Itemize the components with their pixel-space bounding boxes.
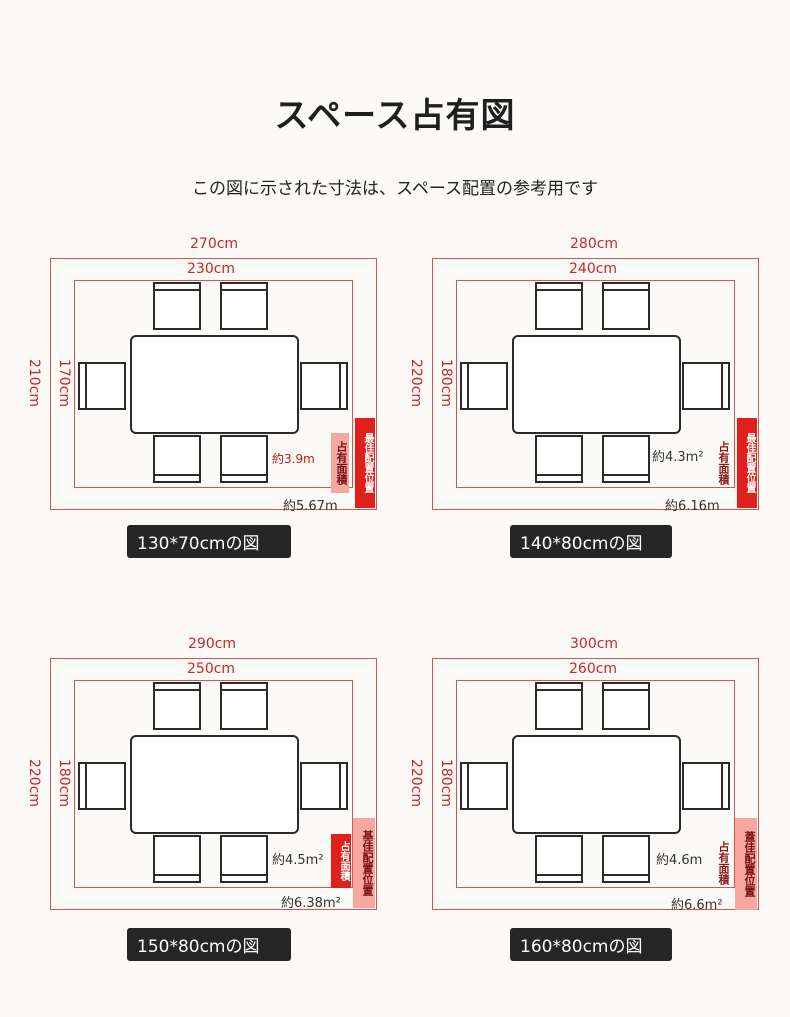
chair: [535, 282, 583, 330]
chair: [602, 282, 650, 330]
total-area-value: 約5.67m: [283, 499, 338, 514]
inner-width-label: 240cm: [569, 261, 618, 277]
chair: [300, 762, 348, 810]
occupied-area-badge: 占有面積: [717, 441, 730, 485]
chair: [602, 435, 650, 483]
diagram-160x80: 300cm 260cm 220cm 180cm 約4.6m 占有面積 蓋佳配置位…: [382, 630, 762, 970]
inner-boundary: [74, 280, 353, 488]
total-area-value: 約6.16m: [665, 499, 720, 514]
chair: [78, 362, 126, 410]
best-placement-badge: 最佳配置位置: [737, 418, 757, 508]
chair: [602, 835, 650, 883]
page-title: スペース占有図: [274, 96, 516, 136]
occupied-area-badge: 占有面積: [331, 433, 349, 493]
occupied-area-badge: 占有面積: [331, 834, 351, 888]
outer-height-label: 210cm: [26, 358, 43, 408]
outer-height-label: 220cm: [408, 358, 425, 408]
outer-width-label: 270cm: [190, 236, 239, 252]
occupied-area-value: 約4.5m²: [272, 853, 324, 868]
chair: [300, 362, 348, 410]
chair: [220, 682, 268, 730]
chair: [220, 282, 268, 330]
best-placement-badge: 最佳配置位置: [355, 418, 375, 508]
chair: [535, 835, 583, 883]
dining-table: [130, 735, 299, 834]
inner-height-label: 170cm: [56, 358, 73, 408]
diagram-130x70: 270cm 230cm 210cm 170cm 約3.9m 占有面積 最佳配置位…: [0, 230, 380, 570]
chair: [602, 682, 650, 730]
chair: [153, 835, 201, 883]
occupied-area-value: 約4.3m²: [652, 450, 704, 465]
inner-width-label: 260cm: [569, 661, 618, 677]
diagram-140x80: 280cm 240cm 220cm 180cm 約4.3m² 占有面積 最佳配置…: [382, 230, 762, 570]
chair: [682, 762, 730, 810]
chair: [535, 435, 583, 483]
outer-width-label: 280cm: [570, 236, 619, 252]
chair: [78, 762, 126, 810]
dining-table: [130, 335, 299, 434]
outer-height-label: 220cm: [26, 758, 43, 808]
page-subtitle: この図に示された寸法は、スペース配置の参考用です: [192, 179, 598, 199]
occupied-area-value: 約4.6m: [656, 853, 703, 868]
inner-width-label: 250cm: [187, 661, 236, 677]
dining-table: [512, 335, 681, 434]
outer-width-label: 290cm: [188, 636, 237, 652]
outer-width-label: 300cm: [570, 636, 619, 652]
chair: [460, 762, 508, 810]
outer-boundary: [50, 258, 377, 510]
chair: [153, 682, 201, 730]
inner-boundary: [456, 680, 735, 888]
total-area-value: 約6.38m²: [281, 896, 341, 911]
chair: [535, 682, 583, 730]
diagram-caption: 130*70cmの図: [127, 525, 291, 558]
best-placement-badge: 基佳配置位置: [353, 818, 375, 908]
inner-height-label: 180cm: [438, 358, 455, 408]
occupied-area-badge: 占有面積: [717, 841, 730, 885]
outer-boundary: [432, 258, 759, 510]
total-area-value: 約6.6m²: [671, 898, 723, 913]
inner-boundary: [74, 680, 353, 888]
inner-height-label: 180cm: [56, 758, 73, 808]
chair: [220, 435, 268, 483]
outer-boundary: [50, 658, 377, 910]
chair: [460, 362, 508, 410]
outer-height-label: 220cm: [408, 758, 425, 808]
diagram-150x80: 290cm 250cm 220cm 180cm 約4.5m² 占有面積 基佳配置…: [0, 630, 380, 970]
outer-boundary: [432, 658, 759, 910]
occupied-area-value: 約3.9m: [272, 452, 315, 466]
diagram-caption: 140*80cmの図: [510, 525, 672, 558]
best-placement-badge: 蓋佳配置位置: [735, 818, 757, 910]
inner-width-label: 230cm: [187, 261, 236, 277]
chair: [682, 362, 730, 410]
chair: [153, 435, 201, 483]
chair: [153, 282, 201, 330]
diagram-caption: 160*80cmの図: [510, 928, 672, 961]
diagram-caption: 150*80cmの図: [127, 928, 291, 961]
chair: [220, 835, 268, 883]
dining-table: [512, 735, 681, 834]
inner-boundary: [456, 280, 735, 488]
inner-height-label: 180cm: [438, 758, 455, 808]
